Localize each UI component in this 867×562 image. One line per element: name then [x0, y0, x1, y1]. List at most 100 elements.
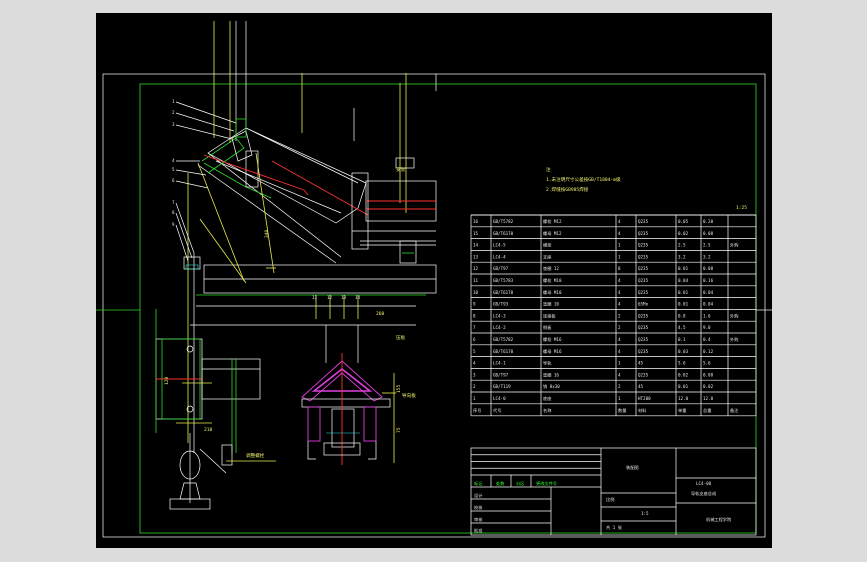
bom-cell: LC4-4	[493, 254, 506, 259]
callout-6: 6	[172, 178, 175, 183]
cad-drawing: 注 1.未注明尺寸公差按GB/T1804-m级 2.焊缝按GB985焊接 1:2…	[96, 21, 772, 538]
bom-cell: 0.04	[703, 290, 714, 295]
bom-cell: GB/T5782	[493, 219, 514, 224]
bom-cell: 4	[473, 361, 476, 366]
bom-cell: 2	[618, 325, 621, 330]
bom-cell: 0.01	[678, 384, 689, 389]
bom-cell: 13	[473, 254, 479, 259]
bom-cell: 0.02	[703, 384, 714, 389]
label-bracket: 支架	[396, 166, 406, 173]
drawing-viewport[interactable]: 注 1.未注明尺寸公差按GB/T1804-m级 2.焊缝按GB985焊接 1:2…	[96, 13, 772, 548]
bom-cell: 0.01	[678, 266, 689, 271]
callout-3: 3	[172, 122, 175, 127]
bom-cell: 1	[618, 254, 621, 259]
callout-9: 9	[172, 222, 175, 227]
bom-cell: 支座	[543, 253, 551, 260]
bom-cell: 12.0	[703, 396, 714, 401]
dim-b: 120	[164, 376, 170, 385]
bom-cell: LC4-0	[493, 396, 506, 401]
bom-cell: Q235	[638, 278, 649, 283]
dimension-labels: 340 120 210 155 75 260 调整螺栓 压板 支架 导向板	[164, 166, 416, 459]
bom-cell: 0.16	[703, 278, 714, 283]
callout-5: 5	[172, 167, 175, 172]
callout-14: 14	[355, 295, 361, 300]
callout-1: 1	[172, 99, 175, 104]
bom-cell: 9.0	[703, 325, 711, 330]
bom-cell: 0.1	[678, 337, 686, 342]
bom-cell: 1.6	[703, 313, 711, 318]
bom-header-cell: 材料	[638, 407, 647, 414]
bom-cell: 导轨	[543, 360, 552, 367]
tb-row-1: 校核	[474, 504, 483, 511]
bom-cell: 1	[618, 243, 621, 248]
bom-cell: LC4-5	[493, 243, 506, 248]
bom-header-cell: 代号	[493, 407, 501, 414]
bom-cell: 2.5	[703, 243, 711, 248]
note-scale: 1:25	[736, 205, 747, 211]
bom-cell: 65Mn	[638, 302, 649, 307]
bom-cell: 4	[618, 302, 621, 307]
dim-d: 155	[396, 384, 402, 393]
bom-cell: 外购	[730, 242, 738, 249]
bom-cell: GB/T6170	[493, 290, 514, 295]
bom-cell: 2	[618, 384, 621, 389]
title-block: 装配图 LC4-00 导轨支座总成 机械工程学院 比例 1:5 共 1 张 设计…	[470, 447, 757, 536]
tb-row-4: 标记	[474, 480, 483, 487]
outer-frame	[102, 73, 766, 538]
callout-8: 8	[172, 210, 175, 215]
bom-cell: GB/T97	[493, 372, 509, 377]
bom-cell: 4	[618, 349, 621, 354]
bom-cell: 0.08	[703, 266, 714, 271]
bom-cell: 45	[638, 384, 644, 389]
bom-cell: Q235	[638, 219, 649, 224]
bom-cell: 螺栓 M12	[543, 218, 562, 225]
callout-7: 7	[172, 200, 175, 205]
bom-cell: GB/T6170	[493, 231, 514, 236]
bom-cell: 3	[473, 372, 476, 377]
note-line-1: 1.未注明尺寸公差按GB/T1804-m级	[546, 176, 621, 183]
tb-row-7: 更改文件号	[536, 480, 557, 487]
section-detail-view	[301, 325, 396, 465]
callout-12: 12	[327, 295, 333, 300]
bom-cell: 10	[473, 290, 479, 295]
bom-cell: 4.5	[678, 325, 686, 330]
callout-11: 11	[312, 295, 318, 300]
tb-assembly: 装配图	[626, 464, 639, 471]
bom-cell: GB/T97	[493, 266, 509, 271]
bom-cell: 12	[473, 266, 479, 271]
bom-cell: 15	[473, 231, 479, 236]
bom-cell: 0.01	[678, 290, 689, 295]
tb-sheet: 共 1 张	[606, 524, 623, 531]
bom-cell: 12.0	[678, 396, 689, 401]
bom-cell: LC4-1	[493, 361, 506, 366]
label-adjust-bolt: 调整螺栓	[246, 452, 265, 459]
bom-cell: 14	[473, 243, 479, 248]
bom-cell: GB/T5782	[493, 337, 514, 342]
bom-cell: 1	[618, 361, 621, 366]
tb-row-3: 批准	[474, 527, 482, 534]
bom-cell: 0.4	[703, 337, 711, 342]
bom-header-cell: 单重	[678, 407, 686, 414]
bom-cell: 16	[473, 219, 479, 224]
bom-cell: 7	[473, 325, 476, 330]
bom-cell: 横梁	[543, 242, 552, 249]
bom-cell: 5	[473, 349, 476, 354]
bom-cell: 8	[618, 266, 621, 271]
bom-cell: 0.01	[678, 302, 689, 307]
bom-cell: Q235	[638, 372, 649, 377]
inner-frame	[139, 83, 757, 534]
bom-cell: 8	[473, 313, 476, 318]
bom-cell: Q235	[638, 290, 649, 295]
note-heading: 注	[546, 166, 551, 173]
bom-cell: 3.2	[703, 254, 711, 259]
bom-cell: Q235	[638, 325, 649, 330]
tb-row-5: 处数	[496, 480, 505, 487]
dim-c: 210	[204, 427, 213, 433]
callouts: 1 2 3 4 5 6 7 8 9 11 12 13 14	[172, 99, 361, 300]
tb-drawing-code: LC4-00	[696, 481, 712, 486]
bom-cell: 螺母 M16	[543, 348, 562, 355]
bom-cell: 0.20	[703, 219, 714, 224]
label-clamp: 压板	[396, 334, 406, 341]
bom-cell: 3.2	[678, 254, 686, 259]
bom-cell: 1	[473, 396, 476, 401]
